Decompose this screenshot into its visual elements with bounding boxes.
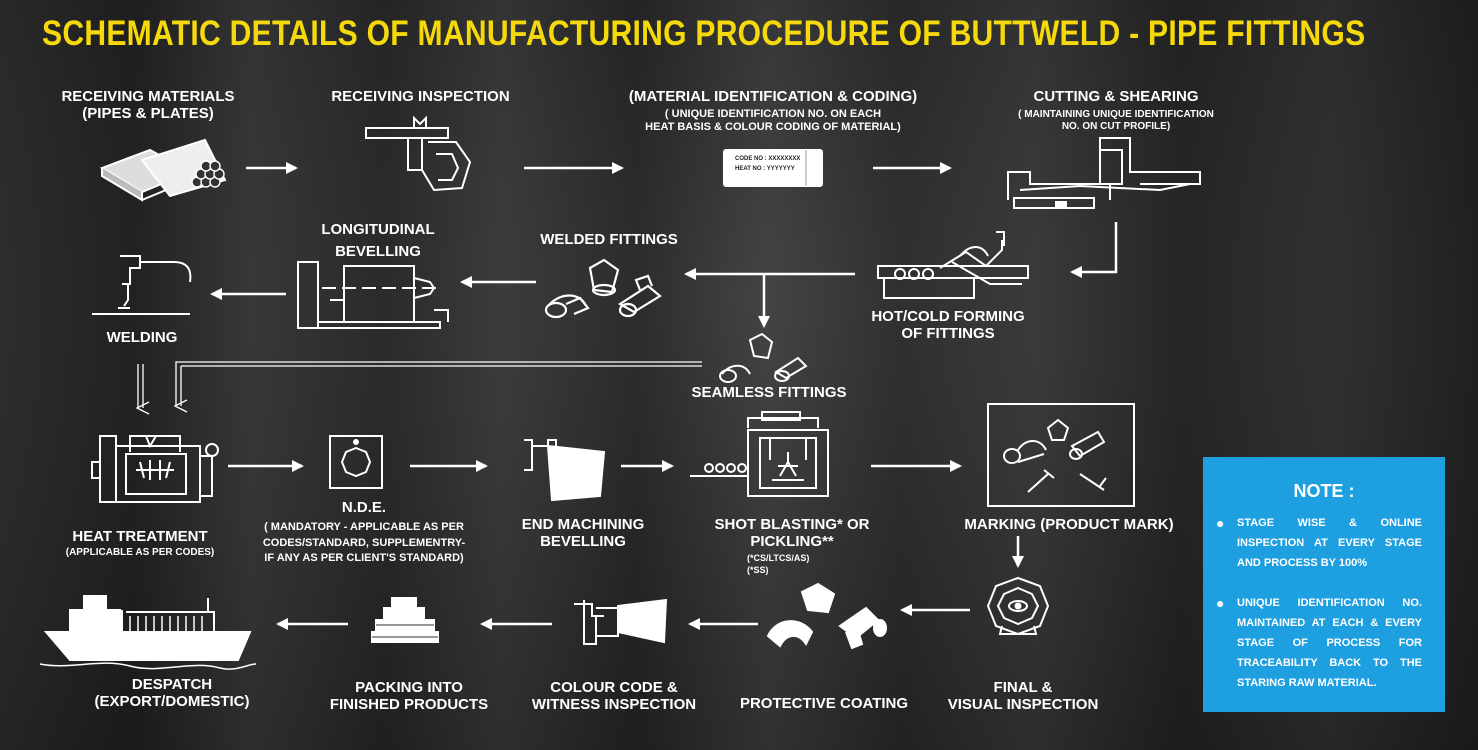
label-marking: MARKING (PRODUCT MARK) <box>964 516 1174 533</box>
plates-and-pipes-icon <box>99 138 227 202</box>
label-shot-blasting-notes: (*CS/LTCS/AS) (*SS) <box>747 553 810 576</box>
heat-treatment-furnace-icon <box>91 435 219 503</box>
note-item: ● UNIQUE IDENTIFICATION NO. MAINTAINED A… <box>1216 595 1422 689</box>
label-shot-blasting: SHOT BLASTING* OR PICKLING** <box>714 516 870 551</box>
marking-panel-icon <box>987 403 1135 507</box>
forming-press-icon <box>877 231 1029 299</box>
packing-crate-icon <box>371 597 439 643</box>
note-box: NOTE : ● STAGE WISE & ONLINE INSPECTION … <box>1203 457 1445 712</box>
shot-blasting-icon <box>690 411 829 497</box>
label-protective-coating: PROTECTIVE COATING <box>739 695 909 712</box>
coated-fittings-icon <box>766 582 887 650</box>
label-hot-cold-forming: HOT/COLD FORMING OF FITTINGS <box>871 308 1025 343</box>
label-heat-treatment: HEAT TREATMENT (APPLICABLE AS PER CODES) <box>65 528 215 559</box>
hollow-arrows <box>138 361 702 408</box>
inspection-gauge-icon <box>365 115 472 192</box>
label-nde: N.D.E. ( MANDATORY - APPLICABLE AS PER C… <box>262 499 466 565</box>
label-colour-code: COLOUR CODE & WITNESS INSPECTION <box>531 679 697 714</box>
note-title: NOTE : <box>1293 481 1355 501</box>
label-welding: WELDING <box>106 329 178 346</box>
welded-fittings-icon <box>544 258 662 319</box>
label-receiving-materials: RECEIVING MATERIALS (PIPES & PLATES) <box>61 88 235 123</box>
label-material-identification: (MATERIAL IDENTIFICATION & CODING) ( UNI… <box>628 88 918 133</box>
flow-arrows <box>210 162 1118 630</box>
bullet-icon: ● <box>1216 595 1225 611</box>
label-packing: PACKING INTO FINISHED PRODUCTS <box>329 679 489 714</box>
page-title: SCHEMATIC DETAILS OF MANUFACTURING PROCE… <box>42 14 1366 53</box>
label-cutting-shearing: CUTTING & SHEARING ( MAINTAINING UNIQUE … <box>1018 88 1214 132</box>
label-end-machining: END MACHINING BEVELLING <box>521 516 645 551</box>
label-welded-fittings: WELDED FITTINGS <box>540 231 678 248</box>
note-item: ● STAGE WISE & ONLINE INSPECTION AT EVER… <box>1216 515 1422 569</box>
label-final-inspection: FINAL & VISUAL INSPECTION <box>947 679 1099 714</box>
label-despatch: DESPATCH (EXPORT/DOMESTIC) <box>94 676 250 711</box>
nde-icon <box>329 435 383 489</box>
end-machining-icon <box>524 439 606 502</box>
bevelling-machine-icon <box>297 261 449 329</box>
shearing-machine-icon <box>1007 137 1201 209</box>
colour-code-gauge-icon <box>574 598 668 645</box>
label-longitudinal-bevelling: LONGITUDINAL BEVELLING <box>321 221 435 260</box>
seamless-fittings-icon <box>719 332 808 383</box>
label-seamless-fittings: SEAMLESS FITTINGS <box>691 384 847 401</box>
tag-heat-text: HEAT NO : YYYYYYY <box>735 166 795 172</box>
label-receiving-inspection: RECEIVING INSPECTION <box>331 88 510 105</box>
bullet-icon: ● <box>1216 515 1225 531</box>
identification-tag-icon <box>723 149 823 187</box>
welding-torch-icon <box>92 255 192 315</box>
inspection-seal-icon <box>986 576 1050 636</box>
arrow-cutting-to-forming <box>1070 222 1118 278</box>
cargo-ship-icon <box>39 595 257 670</box>
tag-code-text: CODE NO : XXXXXXXX <box>735 156 801 162</box>
